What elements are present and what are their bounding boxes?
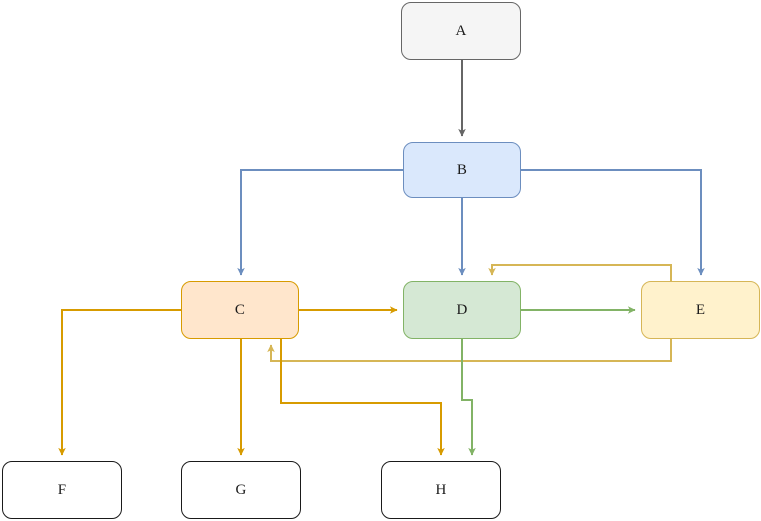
node-label-e: E [695, 301, 706, 318]
node-f[interactable]: F [2, 461, 122, 519]
edge-B-E[interactable] [521, 169, 705, 276]
node-label-b: B [456, 161, 468, 178]
node-e[interactable]: E [641, 281, 760, 339]
node-h[interactable]: H [381, 461, 501, 519]
node-label-c: C [234, 301, 246, 318]
node-label-a: A [455, 22, 467, 39]
node-c[interactable]: C [181, 281, 299, 339]
node-g[interactable]: G [181, 461, 301, 519]
node-a[interactable]: A [401, 2, 521, 60]
node-label-h: H [435, 481, 447, 498]
node-label-d: D [456, 301, 468, 318]
node-b[interactable]: B [403, 142, 521, 198]
node-d[interactable]: D [403, 281, 521, 339]
node-label-g: G [235, 481, 247, 498]
edge-C-H[interactable] [280, 339, 445, 456]
node-label-f: F [57, 481, 67, 498]
edge-D-H[interactable] [461, 339, 476, 456]
edge-C-F[interactable] [58, 309, 181, 456]
edge-E-C[interactable] [267, 339, 672, 362]
edge-E-D[interactable] [488, 264, 672, 281]
edge-B-C[interactable] [237, 169, 403, 276]
